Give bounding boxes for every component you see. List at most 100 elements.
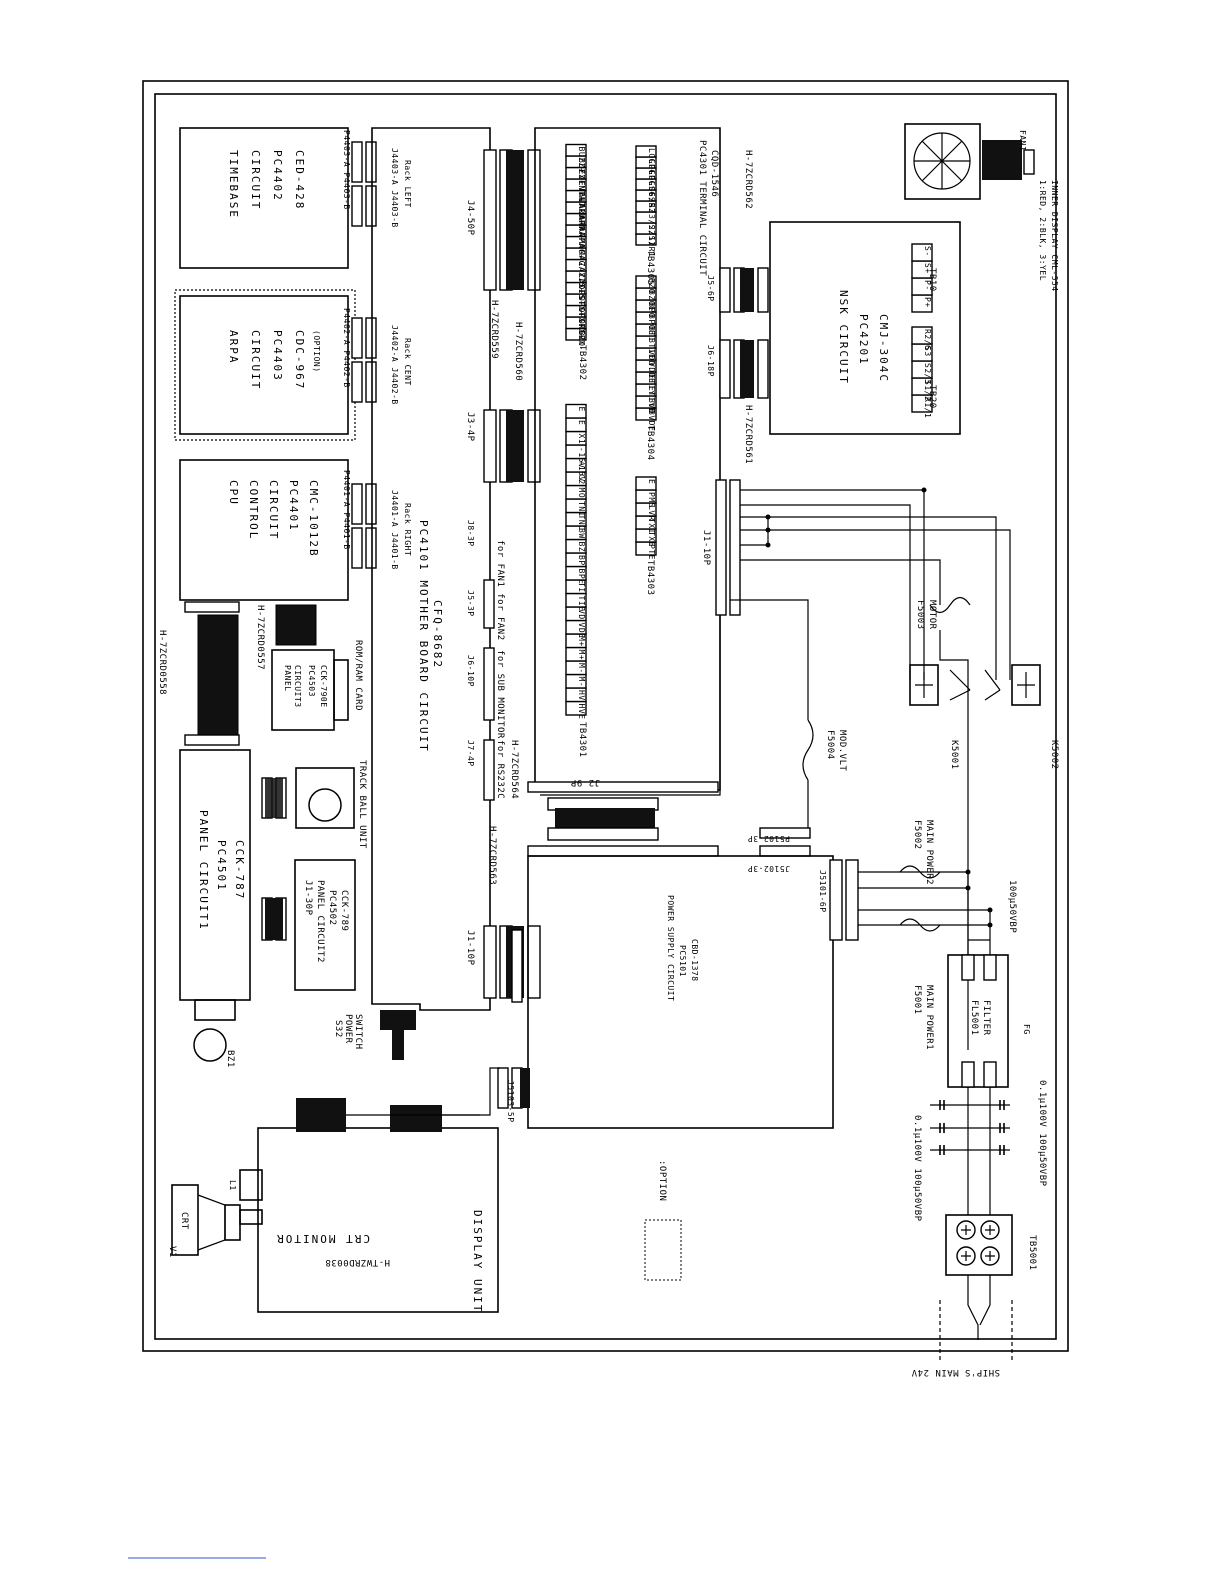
tb4303-name: TB4303	[645, 560, 655, 596]
tb4302-cell-label: ARPA+	[577, 216, 586, 243]
tb4301-name: TB4301	[577, 722, 587, 758]
svg-text:CPU: CPU	[227, 480, 240, 506]
j2-9p-label: J2-9P	[570, 777, 600, 787]
cable-label-8: H-7ZCRD563	[487, 826, 497, 885]
arpa-board	[179, 295, 349, 435]
tb4302-cell-label: OPSTX-	[577, 296, 586, 328]
filter-fl5001	[947, 954, 1009, 1088]
tb10-cell-label: S+	[923, 263, 932, 274]
tb4304-cell-label: BVDE	[647, 410, 656, 431]
f5003-label: F5003	[915, 600, 925, 630]
tb20-cell-label: R2/6	[923, 329, 932, 350]
cap-label-1: 0.1μ100V 100μ50VBP	[1037, 1080, 1047, 1187]
svg-text:PC4101 MOTHER BOARD CIRCUIT: PC4101 MOTHER BOARD CIRCUIT	[417, 520, 430, 753]
svg-text:PANEL CIRCUIT1: PANEL CIRCUIT1	[197, 810, 210, 931]
tb4303-cell-label: PMS	[647, 492, 656, 508]
tb4301-cell-label: M-	[577, 663, 586, 674]
tb4302-cell-label: MAG+	[577, 239, 586, 260]
tb4305-cell	[635, 145, 657, 158]
cable-label-9: H-7ZCRD564	[509, 740, 519, 799]
tb4301-cell-label: M+	[577, 650, 586, 661]
tb4304-cell-label: VDDE	[647, 362, 656, 383]
ships-main-label: SHIP'S MAIN 24V	[911, 1367, 1000, 1377]
svg-text:PC4402: PC4402	[271, 150, 284, 202]
tb4302-cell-label: ALARM+	[577, 193, 586, 225]
rack-cent-label: J4402-A J4402-B	[390, 325, 399, 405]
tb4303-cell-label: TXI	[647, 518, 656, 534]
f5001-label: F5001	[912, 985, 922, 1015]
tb20-name: TB20	[927, 385, 937, 409]
tb4303-cell-label: E	[647, 479, 656, 484]
cable-p4-68p	[275, 604, 317, 646]
trackball-unit	[295, 767, 355, 829]
tb10-name: TB10	[927, 268, 937, 292]
fuse-f5003	[929, 596, 971, 614]
buzzer-body	[194, 999, 236, 1021]
panel-connectors	[261, 777, 287, 941]
terminal-connectors	[715, 267, 769, 616]
tb4301-cell-label: C2	[577, 474, 586, 485]
cpu-label: CPU CONTROL CIRCUIT PC4401 CMC-1012B	[227, 480, 320, 558]
j5-3p-label: J5-3P	[466, 590, 475, 617]
j5103-label: J5103-5P	[506, 1080, 515, 1123]
tb4301-cell-label: VD	[577, 609, 586, 620]
p4403-label: P4403-A P4403-B	[342, 130, 351, 210]
cap-label-0: 0.1μ100V 100μ50VBP	[912, 1115, 922, 1222]
panel1-label: PANEL CIRCUIT1 PC4501 CCK-787	[197, 810, 246, 931]
terminal-label: PC4301 TERMINAL CIRCUIT	[697, 140, 707, 276]
cable-p1-60p	[197, 614, 239, 741]
tb4302-cell-label: BZO	[577, 331, 586, 347]
tb10-cell-label: P-	[923, 280, 932, 291]
power-switch-label: S32 POWER SWITCH	[333, 1014, 363, 1050]
tb5001-terminals	[956, 1220, 1000, 1266]
tb20-cell	[911, 326, 933, 345]
svg-text:POWER SUPPLY CIRCUIT: POWER SUPPLY CIRCUIT	[666, 895, 675, 1001]
f5004-sub: MOD.VLT	[837, 730, 847, 772]
tb4303-cell	[635, 476, 657, 491]
tb4301-cell-label: HVE	[577, 704, 586, 720]
svg-text:TIMEBASE: TIMEBASE	[227, 150, 240, 219]
tb5001-name: TB5001	[1027, 1235, 1037, 1271]
power-supply-board	[527, 855, 834, 1129]
svg-text:CDC-967: CDC-967	[293, 330, 306, 390]
tb4304-cell	[635, 275, 657, 289]
svg-text:PC4403: PC4403	[271, 330, 284, 382]
tb4304-name: TB4304	[645, 425, 655, 461]
tb4301-cell-label: BZ	[577, 542, 586, 553]
relay-wiring	[540, 487, 1011, 1050]
crt-monitor-sub: H-TWZRD0038	[325, 1257, 390, 1267]
svg-text:PC4201: PC4201	[857, 314, 870, 366]
tb4303-cell-label: PTE	[647, 544, 656, 560]
f5003-sub: MOTOR	[927, 600, 937, 630]
tb4301-cell-label: MO	[577, 488, 586, 499]
relay-k5002	[984, 664, 1041, 706]
tb4302-cell-label: EVENT+	[577, 170, 586, 202]
tb4301-cell-label: BW	[577, 528, 586, 539]
tb4305-cell-label: 5/R2	[647, 192, 656, 213]
fuse-f5001	[899, 918, 941, 932]
tb4302-cell-label: ZAXIS-	[577, 273, 586, 305]
tb4304-cell-label: BTIE	[647, 338, 656, 359]
tb4304-cell-label: BTI	[647, 326, 656, 342]
p5102-label: P5102-3P	[747, 834, 790, 843]
l1-label: L1	[228, 1180, 237, 1191]
fuse-f5004	[802, 719, 814, 781]
tb10-cell-label: P+	[923, 297, 932, 308]
svg-text:CMC-1012B: CMC-1012B	[307, 480, 320, 558]
svg-text:CIRCUIT3: CIRCUIT3	[293, 665, 302, 708]
svg-text:NSK CIRCUIT: NSK CIRCUIT	[837, 290, 850, 385]
svg-text:PC5101: PC5101	[678, 945, 687, 977]
power-supply-label: POWER SUPPLY CIRCUIT PC5101 CBD-1378	[666, 895, 699, 1001]
tb4302-cell-label: OPSRX-	[577, 319, 586, 351]
svg-text:CED-428: CED-428	[293, 150, 306, 210]
fan-note-1: 1:RED, 2:BLK, 3:YEL	[1038, 180, 1047, 281]
j8-3p-label: J8-3P	[466, 520, 475, 547]
svg-text:CMJ-304C: CMJ-304C	[877, 314, 890, 383]
cable-label-0: H-7ZCRD0558	[157, 630, 167, 695]
capacitor-bank	[930, 1087, 1010, 1215]
crt-monitor-label: CRT MONITOR	[275, 1232, 370, 1245]
svg-text:CFQ-8682: CFQ-8682	[431, 600, 444, 669]
inner-frame	[154, 93, 1057, 1340]
display-unit-label: DISPLAY UNIT	[471, 1210, 484, 1313]
